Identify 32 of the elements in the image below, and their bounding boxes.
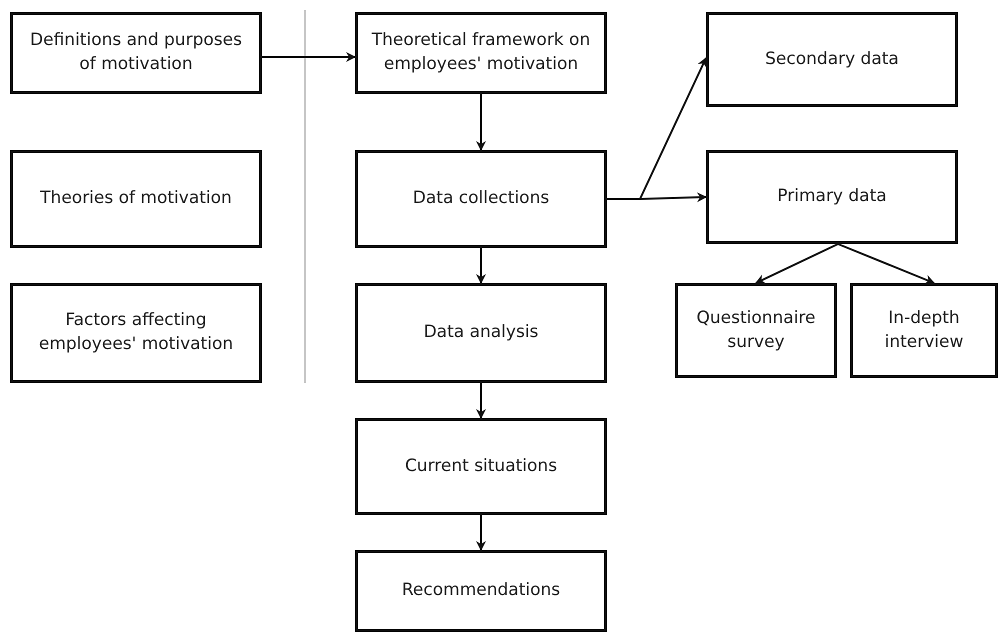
arrow	[607, 192, 707, 202]
box-label: Factors affecting employees' motivation	[38, 309, 234, 356]
process-box	[355, 550, 607, 632]
process-box	[10, 12, 262, 94]
process-box	[355, 283, 607, 383]
box-label: Definitions and purposes of motivation	[29, 29, 243, 76]
process-box	[706, 150, 958, 244]
box-label: Theories of motivation	[40, 187, 232, 210]
arrow	[262, 52, 356, 62]
arrow	[476, 515, 486, 551]
arrow	[755, 243, 838, 284]
arrow	[476, 248, 486, 284]
process-box	[706, 12, 958, 107]
arrow	[476, 94, 486, 151]
box-label: In-depth interview	[884, 306, 964, 354]
box-label: Secondary data	[765, 48, 899, 71]
box-label: Questionnaire survey	[695, 306, 817, 354]
box-label: Data collections	[412, 187, 550, 210]
box-label: Data analysis	[424, 321, 538, 344]
box-label: Recommendations	[402, 579, 560, 602]
process-box	[10, 283, 262, 383]
process-box	[355, 12, 607, 94]
process-box	[355, 150, 607, 248]
arrow	[476, 383, 486, 419]
box-label: Primary data	[777, 185, 887, 208]
process-box	[355, 418, 607, 515]
process-box	[10, 150, 262, 248]
process-box	[675, 283, 837, 378]
box-label: Current situations	[404, 454, 558, 478]
box-label: Theoretical framework on employees' motivation	[370, 29, 592, 76]
process-box	[850, 283, 998, 378]
arrow	[838, 243, 935, 284]
